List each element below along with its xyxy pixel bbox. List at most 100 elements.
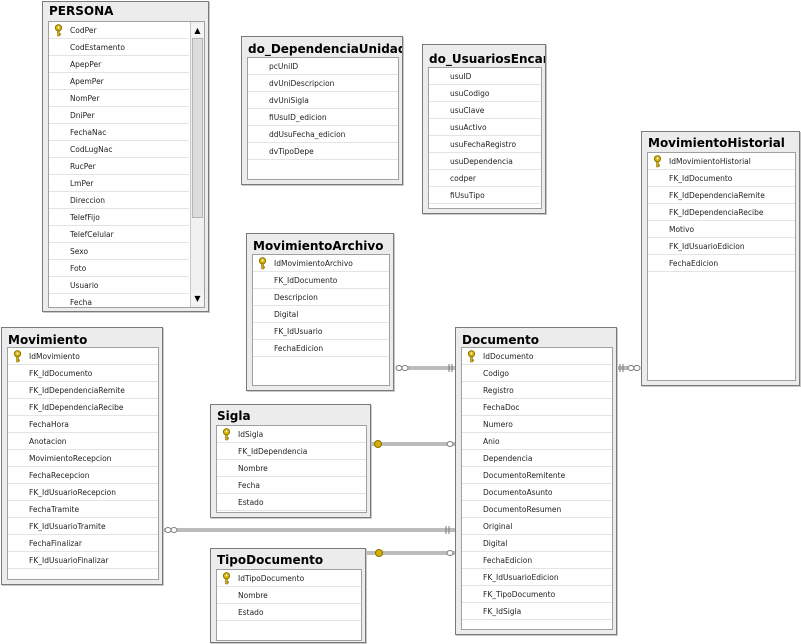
table-movimientohistorial[interactable]: MovimientoHistorial IdMovimientoHistoria… [641, 131, 800, 386]
column-row[interactable]: Dependencia [462, 450, 612, 467]
column-row[interactable]: Numero [462, 416, 612, 433]
column-row[interactable]: FK_IdUsuario [253, 323, 389, 340]
column-row[interactable]: IdDocumento [462, 348, 612, 365]
column-row[interactable]: FK_IdDocumento [648, 170, 795, 187]
column-row[interactable]: Anio [462, 433, 612, 450]
column-row[interactable]: CodLugNac [49, 141, 189, 158]
column-row[interactable]: dvUniDescripcion [248, 75, 398, 92]
column-row[interactable]: FK_IdDocumento [8, 365, 158, 382]
column-row[interactable]: FK_IdSigla [462, 603, 612, 620]
column-row[interactable]: LmPer [49, 175, 189, 192]
column-row[interactable]: FechaHora [8, 416, 158, 433]
column-row[interactable]: DocumentoRemitente [462, 467, 612, 484]
column-row[interactable]: Descripcion [253, 289, 389, 306]
column-row[interactable]: fiUsuID_edicion [248, 109, 398, 126]
column-row[interactable]: FechaEdicion [648, 255, 795, 272]
column-row[interactable]: DniPer [49, 107, 189, 124]
column-row[interactable]: ApemPer [49, 73, 189, 90]
column-row[interactable]: usuDependencia [429, 153, 541, 170]
column-row[interactable]: usuActivo [429, 119, 541, 136]
column-row[interactable]: CodEstamento [49, 39, 189, 56]
column-row[interactable]: Digital [253, 306, 389, 323]
column-row[interactable]: IdMovimiento [8, 348, 158, 365]
column-row[interactable]: Direccion [49, 192, 189, 209]
vertical-scrollbar[interactable]: ▲ ▼ [190, 22, 204, 307]
scroll-down-button[interactable]: ▼ [191, 292, 204, 305]
column-row[interactable]: FK_IdUsuarioRecepcion [8, 484, 158, 501]
column-row[interactable]: RucPer [49, 158, 189, 175]
column-row[interactable]: Motivo [648, 221, 795, 238]
column-row[interactable]: TelefCelular [49, 226, 189, 243]
column-row[interactable]: FK_IdDependenciaRecibe [8, 399, 158, 416]
column-row[interactable]: usuCodigo [429, 85, 541, 102]
column-row[interactable]: FK_IdUsuarioFinalizar [8, 552, 158, 569]
column-row[interactable]: Fecha [217, 477, 366, 494]
column-row[interactable]: FK_TipoDocumento [462, 586, 612, 603]
column-row[interactable]: Estado [217, 604, 361, 621]
relationship-tipodocumento-documento[interactable] [366, 549, 455, 557]
column-row[interactable]: Nombre [217, 460, 366, 477]
column-row[interactable]: FechaNac [49, 124, 189, 141]
column-row[interactable]: pcUniID [248, 58, 398, 75]
column-row[interactable]: FechaDoc [462, 399, 612, 416]
column-row[interactable]: Original [462, 518, 612, 535]
column-row[interactable]: FechaEdicion [253, 340, 389, 357]
column-row[interactable]: Anotacion [8, 433, 158, 450]
relationship-movimiento-documento[interactable] [163, 526, 455, 534]
column-row[interactable]: FK_IdDependenciaRemite [8, 382, 158, 399]
column-row[interactable]: FK_IdDependenciaRemite [648, 187, 795, 204]
column-row[interactable]: Usuario [49, 277, 189, 294]
relationship-sigla-documento[interactable] [371, 440, 455, 448]
column-row[interactable]: codper [429, 170, 541, 187]
column-row[interactable]: Digital [462, 535, 612, 552]
scroll-up-button[interactable]: ▲ [191, 24, 204, 37]
column-row[interactable]: IdMovimientoHistorial [648, 153, 795, 170]
column-row[interactable]: usuID [429, 68, 541, 85]
column-row[interactable]: CodPer [49, 22, 189, 39]
column-row[interactable]: DocumentoResumen [462, 501, 612, 518]
column-row[interactable]: FechaFinalizar [8, 535, 158, 552]
column-row[interactable]: FechaEdicion [462, 552, 612, 569]
column-row[interactable]: Foto [49, 260, 189, 277]
column-row[interactable]: FechaTramite [8, 501, 158, 518]
column-row[interactable]: Nombre [217, 587, 361, 604]
column-row[interactable]: ApepPer [49, 56, 189, 73]
column-row[interactable]: dvTipoDepe [248, 143, 398, 160]
column-row[interactable]: FK_IdUsuarioTramite [8, 518, 158, 535]
scroll-thumb[interactable] [192, 38, 203, 218]
column-row[interactable]: IdSigla [217, 426, 366, 443]
relationship-movimientoarchivo-documento[interactable] [395, 364, 455, 372]
column-row[interactable]: Estado [217, 494, 366, 511]
column-row[interactable]: FechaRecepcion [8, 467, 158, 484]
column-row[interactable]: Registro [462, 382, 612, 399]
column-row[interactable]: fiUsuTipo [429, 187, 541, 204]
column-row[interactable]: dvUniSigla [248, 92, 398, 109]
column-row[interactable]: ddUsuFecha_edicion [248, 126, 398, 143]
column-row[interactable]: DocumentoAsunto [462, 484, 612, 501]
column-row[interactable]: FK_IdDependenciaRecibe [648, 204, 795, 221]
column-row[interactable]: Codigo [462, 365, 612, 382]
column-row[interactable]: IdMovimientoArchivo [253, 255, 389, 272]
column-row[interactable]: NomPer [49, 90, 189, 107]
column-name: FK_IdUsuarioTramite [29, 522, 106, 531]
column-row[interactable]: TelefFijo [49, 209, 189, 226]
column-row[interactable]: Fecha [49, 294, 189, 307]
column-row[interactable]: FK_IdUsuarioEdicion [648, 238, 795, 255]
column-row[interactable]: MovimientoRecepcion [8, 450, 158, 467]
column-row[interactable]: usuClave [429, 102, 541, 119]
column-row[interactable]: usuFechaRegistro [429, 136, 541, 153]
column-row[interactable]: IdTipoDocumento [217, 570, 361, 587]
column-row[interactable]: FK_IdUsuarioEdicion [462, 569, 612, 586]
column-row[interactable]: FK_IdDocumento [253, 272, 389, 289]
table-do-usuariosencargados[interactable]: do_UsuariosEncargados usuIDusuCodigousuC… [422, 44, 546, 214]
column-row[interactable]: Sexo [49, 243, 189, 260]
relationship-movimientohistorial-documento[interactable] [617, 364, 641, 372]
column-row[interactable]: FK_IdDependencia [217, 443, 366, 460]
